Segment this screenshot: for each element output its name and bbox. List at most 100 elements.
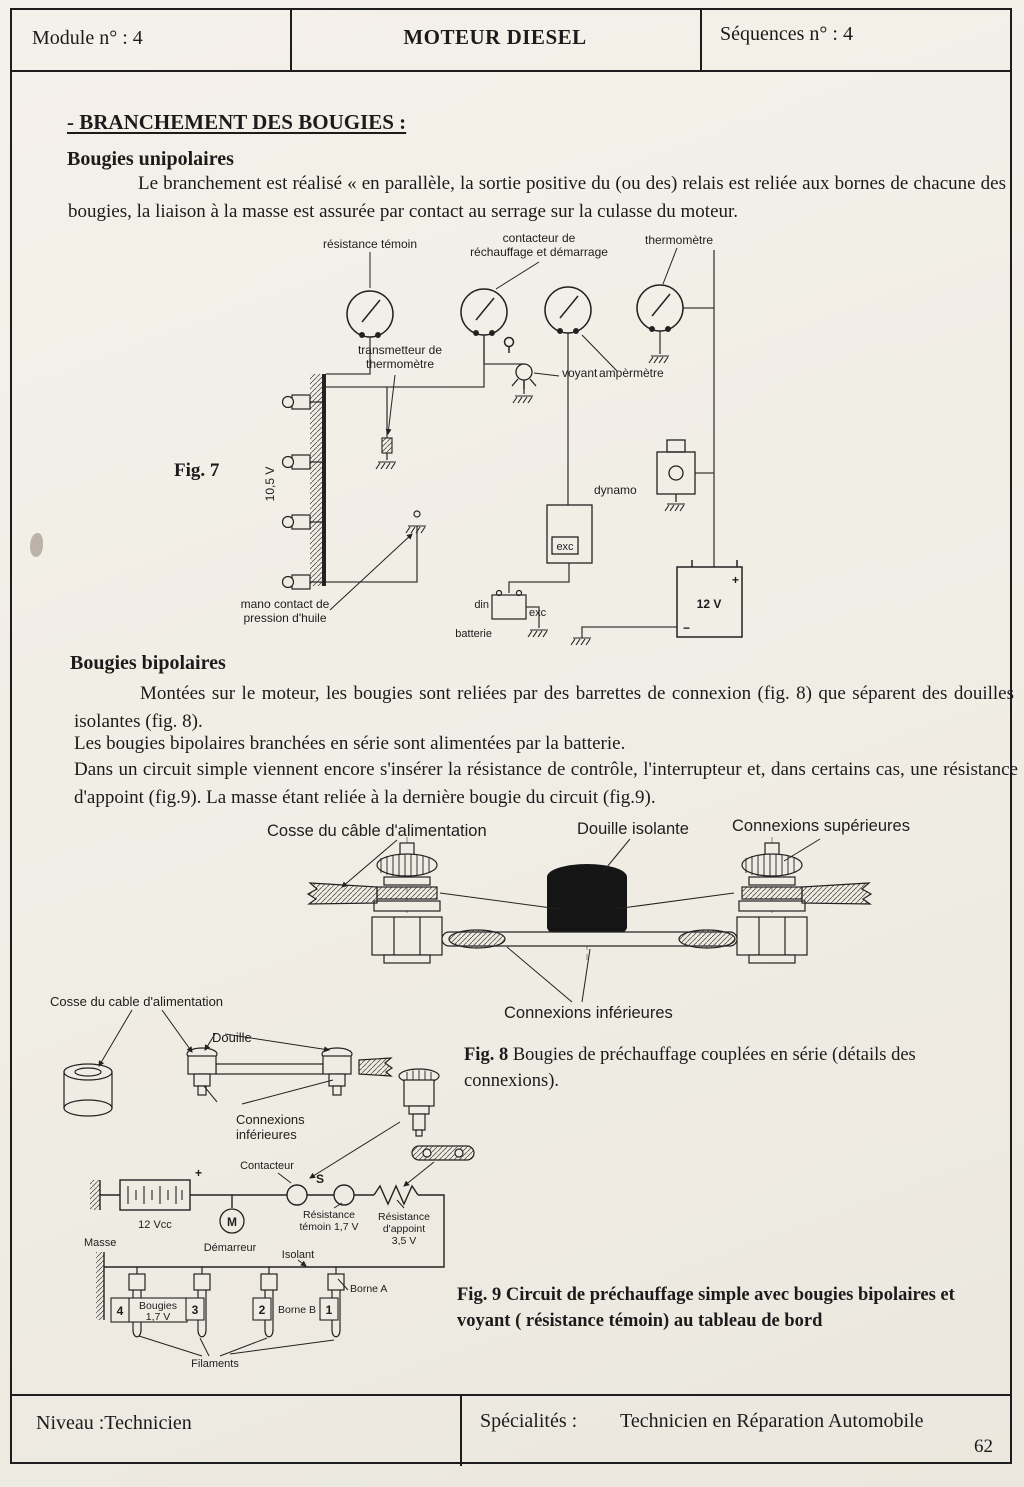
fig9-detail-plug (398, 1068, 440, 1137)
scan-smudge (30, 533, 43, 557)
fig9-label-res-appoint-l1: Résistance (378, 1211, 430, 1223)
fig8-left-plug-assembly (371, 842, 443, 964)
fig7-ground-symbols (375, 355, 686, 646)
fig9-leader-lines (138, 1172, 405, 1357)
fig9-caption: Fig. 9 Circuit de préchauffage simple av… (457, 1282, 977, 1334)
fig8-right-plug-assembly (736, 842, 808, 964)
footer-specialites-label: Spécialités : (480, 1410, 578, 1432)
fig8-small-leader-lines (98, 1009, 334, 1105)
fig9-wires (100, 1184, 445, 1268)
fig7-label-amperemetre: ampèrmètre (599, 366, 664, 380)
fig9-label-borne-a: Borne A (350, 1283, 387, 1295)
fig7-label-mano-l2: pression d'huile (243, 611, 326, 625)
paragraph-unipolaires: Le branchement est réalisé « en parallèl… (68, 173, 1006, 222)
fig7-leader-lines (329, 247, 678, 611)
fig7-battery-minus: − (683, 621, 690, 635)
header-sequence-cell: Séquences n° : 4 (720, 23, 853, 45)
fig8-small-label-douille: Douille (212, 1030, 252, 1045)
fig7-label-contacteur-l1: contacteur de (503, 232, 576, 245)
fig7-glow-plug-rail (281, 374, 326, 590)
fig7-wiring-diagram: résistance témoin contacteur de réchauff… (241, 232, 743, 646)
paragraph-bipolaires-1: Montées sur le moteur, les bougies sont … (74, 683, 1014, 732)
fig8-caption-text: Bougies de préchauffage couplées en séri… (464, 1045, 916, 1091)
footer-niveau: Niveau :Technicien (36, 1412, 192, 1434)
fig9-label-isolant: Isolant (282, 1249, 314, 1261)
fig8-douille-isolante-shape (547, 864, 627, 940)
fig9-label-12vcc: 12 Vcc (138, 1219, 172, 1231)
footer-divider (460, 1394, 462, 1466)
header-bottom-rule (12, 70, 1010, 72)
fig9-num-4: 4 (117, 1304, 124, 1318)
fig7-thermo-transmitter-symbol (381, 437, 393, 460)
fig9-detail-arrows (309, 1121, 435, 1187)
fig8-connecting-bar (441, 929, 738, 949)
fig9-label-bougies-l1: Bougies (139, 1300, 177, 1312)
fig7-label-transmetteur-l1: transmetteur de (358, 343, 442, 357)
fig7-oil-pressure-contact-symbol (413, 510, 421, 518)
heading-bougies-bipolaires: Bougies bipolaires (70, 652, 226, 674)
paragraph-bipolaires-2: Les bougies bipolaires branchées en séri… (74, 733, 626, 754)
fig9-label-masse: Masse (84, 1237, 116, 1249)
fig8-label-douille-isolante: Douille isolante (577, 820, 689, 838)
fig8-caption-label: Fig. 8 (464, 1045, 509, 1065)
fig9-label-res-temoin-l1: Résistance (303, 1209, 355, 1221)
fig9-label-borne-b: Borne B (278, 1304, 316, 1316)
fig8-small-detail-drawing (63, 1009, 394, 1117)
fig9-caption-label: Fig. 9 (457, 1285, 502, 1305)
fig7-label-mano-l1: mano contact de (241, 597, 330, 611)
header-divider-1 (290, 10, 292, 70)
fig8-small-label-connexions: Connexions inférieures (236, 1112, 305, 1142)
fig9-label-contacteur: Contacteur (240, 1160, 294, 1172)
header-divider-2 (700, 10, 702, 70)
fig7-label-din: din (474, 599, 489, 611)
fig9-label-demarreur: Démarreur (204, 1242, 257, 1254)
fig9-detail-barrette (411, 1145, 475, 1161)
fig7-label-resistance-temoin: résistance témoin (323, 237, 417, 251)
fig7-indicator-lamp-symbol (511, 363, 537, 389)
fig7-switch-symbols (346, 284, 684, 353)
fig7-battery-symbol (676, 560, 743, 638)
fig7-dynamo-symbol (546, 504, 593, 564)
fig9-label-m: M (227, 1215, 237, 1229)
fig8-glow-plug-drawing (306, 837, 873, 1003)
fig8-small-label-cosse: Cosse du cable d'alimentation (50, 994, 224, 1009)
fig9-battery-symbol (90, 1179, 191, 1211)
fig9-label-filaments: Filaments (191, 1358, 239, 1370)
fig7-label-batterie: batterie (455, 628, 492, 640)
fig8-small-cylinder (63, 1063, 113, 1117)
fig7-label-rail-voltage: 10,5 V (263, 467, 277, 502)
fig9-contactor-symbol (286, 1184, 355, 1206)
fig9-starter-motor-symbol (219, 1208, 245, 1234)
header-module-cell: Module n° : 4 (32, 27, 143, 49)
fig7-figure-label: Fig. 7 (174, 460, 220, 481)
fig8-cable-lugs (306, 882, 873, 905)
footer-specialites-value: Technicien en Réparation Automobile (620, 1410, 924, 1432)
fig8-label-connexions-inferieures: Connexions inférieures (504, 1004, 673, 1022)
fig7-label-voyant: voyant (562, 366, 598, 380)
fig8-leader-lines (341, 838, 821, 1003)
fig9-label-bougies-l2: 1,7 V (146, 1311, 171, 1323)
fig7-battery-plus: + (732, 573, 739, 587)
fig8-label-connexions-superieures: Connexions supérieures (732, 817, 910, 835)
fig9-lower-masse-bar (96, 1252, 105, 1320)
page-title: MOTEUR DIESEL (403, 25, 587, 49)
fig7-label-exc-dynamo: exc (556, 541, 574, 553)
fig8-small-label-connexions-l2: inférieures (236, 1127, 297, 1142)
fig8-caption: Fig. 8 Bougies de préchauffage couplées … (464, 1042, 956, 1094)
paragraph-bipolaires-3: Dans un circuit simple viennent encore s… (74, 759, 1018, 808)
fig7-starter-symbol (656, 439, 696, 502)
fig7-label-transmetteur-l2: thermomètre (366, 357, 434, 371)
fig7-label-contacteur-l2: réchauffage et démarrage (470, 245, 608, 259)
fig9-label-s: S (316, 1172, 324, 1186)
fig9-number-boxes (110, 1297, 339, 1323)
main-title: - BRANCHEMENT DES BOUGIES : (67, 110, 407, 134)
fig9-label-res-temoin-l2: témoin 1,7 V (300, 1221, 359, 1233)
page-number: 62 (974, 1436, 993, 1457)
fig9-label-res-appoint-l2: d'appoint (383, 1223, 425, 1235)
fig8-small-label-connexions-l1: Connexions (236, 1112, 305, 1127)
fig9-caption-text: Circuit de préchauffage simple avec boug… (457, 1285, 955, 1331)
fig9-num-3: 3 (192, 1303, 199, 1317)
page-border: Module n° : 4 MOTEUR DIESEL Séquences n°… (10, 8, 1018, 1466)
fig7-label-12v: 12 V (697, 597, 722, 611)
fig9-circuit-diagram: Contacteur S + 12 Vcc M Démarreur Résist… (84, 1068, 475, 1370)
